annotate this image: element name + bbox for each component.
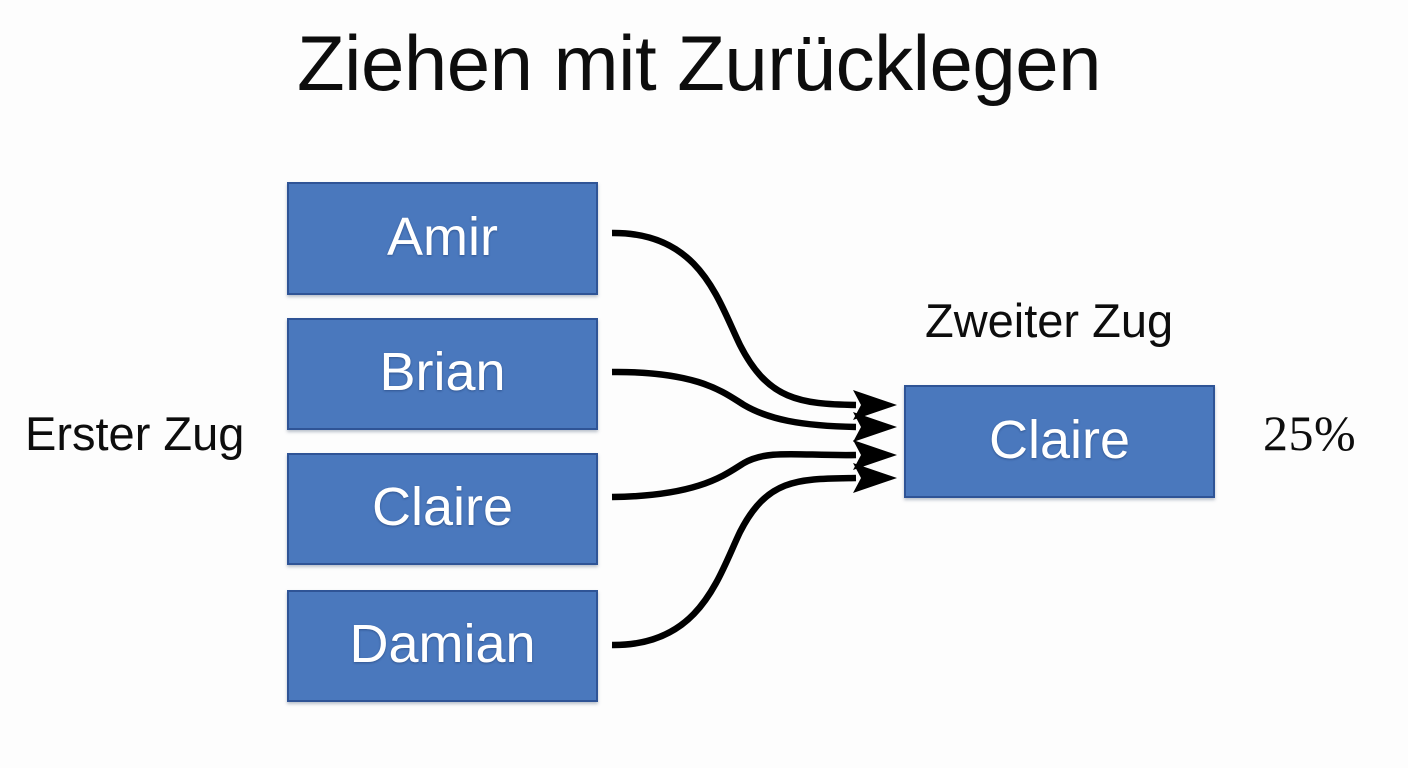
page-title: Ziehen mit Zurücklegen — [0, 24, 1408, 102]
connector-brian-to-claire — [611, 368, 897, 442]
first-stage-node-damian[interactable]: Damian — [287, 590, 598, 702]
first-stage-node-amir[interactable]: Amir — [287, 182, 598, 295]
node-label: Claire — [988, 409, 1131, 470]
second-stage-node-claire[interactable]: Claire — [904, 385, 1215, 498]
node-label: Damian — [349, 614, 536, 674]
connector-damian-to-claire — [611, 463, 897, 649]
page-title-text: Ziehen mit Zurücklegen — [296, 19, 1102, 107]
node-label: Brian — [379, 342, 506, 402]
probability-label: 25% — [1263, 405, 1357, 461]
arrowhead-icon — [853, 390, 897, 420]
first-stage-label: Erster Zug — [25, 407, 245, 460]
first-stage-node-brian[interactable]: Brian — [287, 318, 598, 430]
node-label: Claire — [371, 477, 514, 537]
connector-claire-to-claire — [611, 440, 897, 501]
first-stage-node-claire[interactable]: Claire — [287, 453, 598, 565]
node-label: Amir — [387, 206, 498, 267]
arrowhead-icon — [853, 440, 897, 470]
arrowhead-icon — [853, 463, 897, 493]
second-stage-label: Zweiter Zug — [925, 294, 1174, 347]
arrowhead-icon — [853, 412, 897, 442]
connector-amir-to-claire — [611, 229, 897, 420]
